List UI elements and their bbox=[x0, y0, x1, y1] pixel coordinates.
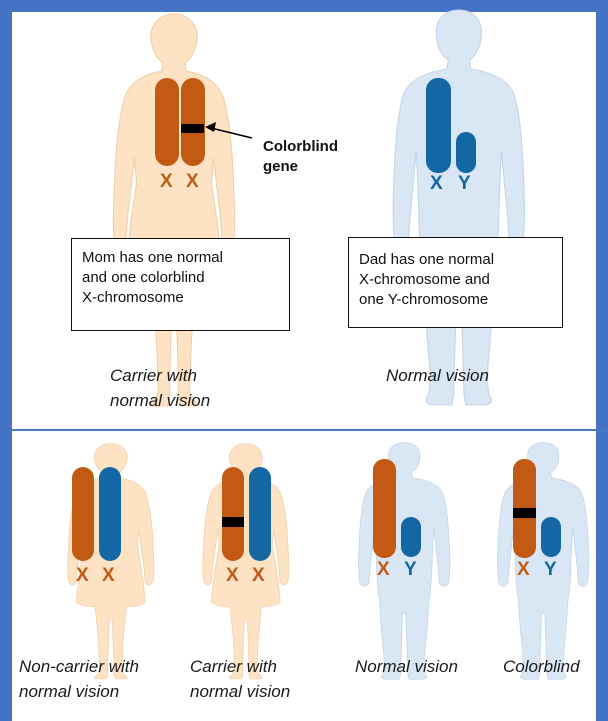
child-1-chromosome-letter-2: X bbox=[102, 566, 115, 586]
child-1-x-chromosome-father bbox=[99, 467, 121, 561]
child-3-chromosome-letter-1: X bbox=[377, 560, 390, 580]
mother-note: Mom has one normal and one colorblind X-… bbox=[71, 238, 290, 331]
child-1-caption-line-2: normal vision bbox=[19, 679, 139, 704]
child-2-caption-line-1: Carrier with bbox=[190, 654, 290, 679]
child-4-caption-line-1: Colorblind bbox=[503, 654, 580, 679]
father-note-line-1: Dad has one normal bbox=[359, 250, 552, 270]
mother-x-chromosome-2 bbox=[181, 78, 205, 166]
colorblind-gene-marker bbox=[181, 124, 204, 133]
mother-note-line-2: and one colorblind bbox=[82, 268, 279, 288]
mother-silhouette bbox=[113, 14, 234, 406]
child-2-x-chromosome-father bbox=[249, 467, 271, 561]
child-3-caption-line-1: Normal vision bbox=[355, 654, 458, 679]
child-2-x-chromosome-mother bbox=[222, 467, 244, 561]
father-note-line-2: X-chromosome and bbox=[359, 270, 552, 290]
colorblind-gene-label: Colorblind gene bbox=[263, 137, 338, 177]
father-note: Dad has one normal X-chromosome and one … bbox=[348, 237, 563, 328]
father-caption-line-1: Normal vision bbox=[386, 363, 489, 388]
father-chromosome-letter-1: X bbox=[430, 174, 443, 194]
mother-caption: Carrier with normal vision bbox=[110, 363, 210, 413]
child-1-chromosome-letter-1: X bbox=[76, 566, 89, 586]
child-2-silhouette bbox=[203, 444, 289, 679]
child-4-chromosome-letter-1: X bbox=[517, 560, 530, 580]
child-2-caption: Carrier with normal vision bbox=[190, 654, 290, 704]
mother-chromosome-letter-2: X bbox=[186, 172, 199, 192]
father-x-chromosome bbox=[426, 78, 451, 173]
child-4-chromosome-letter-2: Y bbox=[544, 560, 557, 580]
mother-caption-line-1: Carrier with bbox=[110, 363, 210, 388]
child-1-x-chromosome-mother bbox=[72, 467, 94, 561]
child-4-caption: Colorblind bbox=[503, 654, 580, 679]
mother-note-line-1: Mom has one normal bbox=[82, 248, 279, 268]
child-2-caption-line-2: normal vision bbox=[190, 679, 290, 704]
gene-label-line-1: Colorblind bbox=[263, 137, 338, 157]
mother-chromosome-letter-1: X bbox=[160, 172, 173, 192]
child-1-caption-line-1: Non-carrier with bbox=[19, 654, 139, 679]
child-3-chromosome-letter-2: Y bbox=[404, 560, 417, 580]
father-y-chromosome bbox=[456, 132, 476, 173]
gene-label-line-2: gene bbox=[263, 157, 338, 177]
child-2-chromosome-letter-1: X bbox=[226, 566, 239, 586]
child-3-x-chromosome bbox=[373, 459, 396, 558]
father-caption: Normal vision bbox=[386, 363, 489, 388]
child-4-y-chromosome bbox=[541, 517, 561, 557]
mother-x-chromosome-1 bbox=[155, 78, 179, 166]
father-note-line-3: one Y-chromosome bbox=[359, 290, 552, 310]
child-3-caption: Normal vision bbox=[355, 654, 458, 679]
father-chromosome-letter-2: Y bbox=[458, 174, 471, 194]
mother-note-line-3: X-chromosome bbox=[82, 288, 279, 308]
mother-caption-line-2: normal vision bbox=[110, 388, 210, 413]
child-2-gene-marker bbox=[222, 517, 244, 527]
child-2-chromosome-letter-2: X bbox=[252, 566, 265, 586]
child-4-gene-marker bbox=[513, 508, 536, 518]
child-1-caption: Non-carrier with normal vision bbox=[19, 654, 139, 704]
father-silhouette bbox=[393, 10, 524, 405]
child-3-y-chromosome bbox=[401, 517, 421, 557]
